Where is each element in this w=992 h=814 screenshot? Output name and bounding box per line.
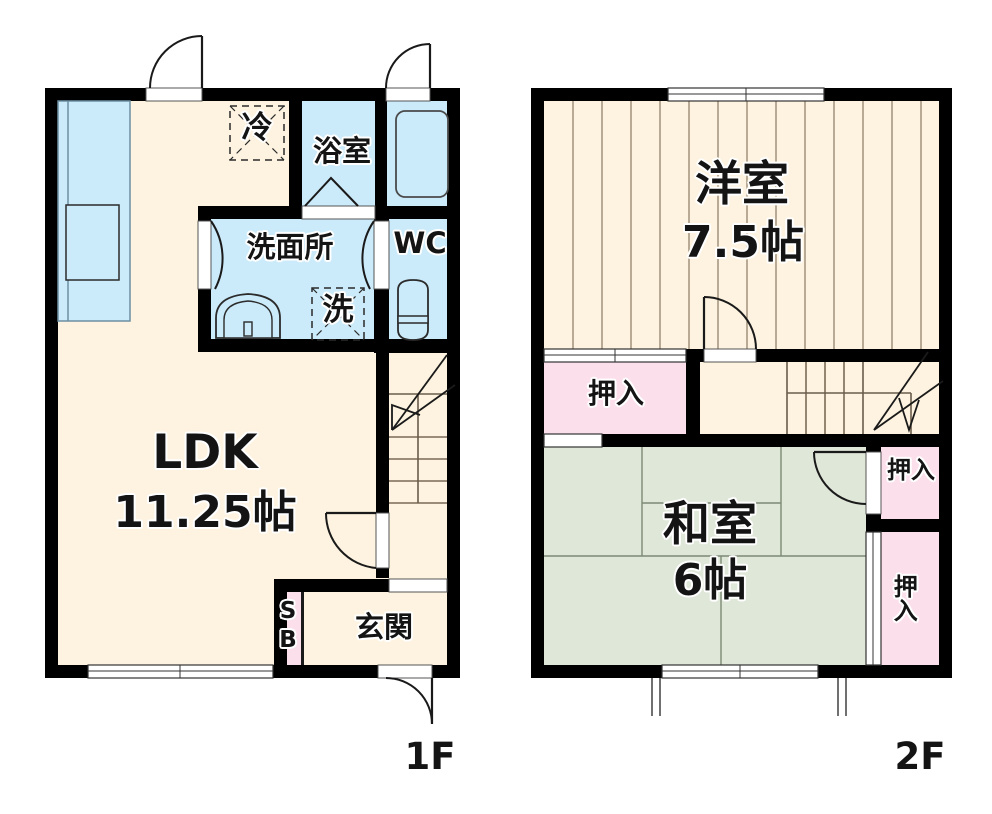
1f-wall-wc-bottom <box>374 339 447 353</box>
2f-japanese-door-opening <box>543 433 603 448</box>
1f-kitchen-sink <box>65 204 120 281</box>
2f-japanese-window <box>661 664 819 679</box>
1f-bath-inner-door-swing <box>304 176 359 207</box>
1f-washroom-door-opening <box>197 220 212 290</box>
1f-ldk-door-opening <box>145 87 203 102</box>
2f-wall-hall-bottom <box>531 434 952 447</box>
1f-hall-door-opening <box>375 512 390 569</box>
2f-western-door-swing <box>702 296 757 350</box>
1f-washroom-right-opening <box>373 220 390 290</box>
2f-japanese-closet-door-swing <box>813 450 867 505</box>
2f-balcony <box>651 678 847 716</box>
2f-hall-floor <box>700 362 939 434</box>
floor-1f-group <box>45 35 460 725</box>
ldk-room-name: LDK <box>152 425 258 480</box>
closet-right-bottom-label: 押入 <box>889 574 918 622</box>
2f-closet-rb-fill <box>881 532 939 665</box>
japanese-room-size: 6帖 <box>672 555 748 606</box>
1f-washer-space <box>311 287 365 341</box>
1f-wall-washroom-top <box>198 206 302 219</box>
floor2-caption: 2F <box>894 735 946 778</box>
2f-wall-closets-divider <box>866 519 952 532</box>
1f-stairs <box>389 354 456 504</box>
1f-wall-entrance-left <box>274 579 287 665</box>
1f-ldk-floor-lower <box>58 579 274 665</box>
bath-room-label: 浴室 <box>312 134 371 168</box>
1f-washroom-right-door-swing <box>361 220 375 290</box>
1f-bath-inner-door-opening <box>301 205 376 220</box>
1f-wall-shoebox-right <box>301 592 304 665</box>
2f-closet-rb-doors <box>865 531 882 666</box>
1f-stair-lower-floor <box>389 500 447 592</box>
shoebox-label-line2: B <box>279 627 297 653</box>
1f-entrance-door-opening <box>377 664 433 679</box>
2f-wall-closet-left-right <box>686 362 700 434</box>
1f-wall-bath-mid <box>375 101 387 206</box>
1f-ldk-window <box>87 664 274 679</box>
1f-bathtub <box>395 110 449 198</box>
washroom-label: 洗面所 <box>246 230 334 264</box>
wc-label: WC <box>393 226 447 260</box>
western-room-size: 7.5帖 <box>682 217 804 268</box>
western-room-name: 洋室 <box>695 157 789 212</box>
2f-tatami-lines <box>544 447 881 665</box>
washer-space-label: 洗 <box>322 292 354 328</box>
2f-closet-rt-opening <box>865 451 882 515</box>
1f-washroom-left-door-swing <box>210 220 224 290</box>
1f-toilet <box>397 279 429 341</box>
1f-wall-washroom-bottom <box>198 339 387 352</box>
2f-closet-rt-fill <box>881 447 939 519</box>
japanese-room-name: 和室 <box>663 497 757 552</box>
fridge-space-label: 冷 <box>241 110 273 146</box>
1f-entrance-door-swing <box>385 677 434 725</box>
2f-closet-left-fill <box>544 362 686 434</box>
1f-bath-door-opening <box>385 87 431 102</box>
1f-fridge-space <box>229 105 285 161</box>
1f-bath-door-swing <box>385 43 432 89</box>
1f-hall-door-swing <box>324 511 377 569</box>
2f-western-door-opening <box>703 348 757 363</box>
2f-western-floor-planks <box>572 101 922 349</box>
entrance-label: 玄関 <box>354 610 413 644</box>
floor-2f-group <box>531 87 952 716</box>
2f-western-window <box>667 87 825 102</box>
1f-ldk-door-swing <box>149 35 204 89</box>
shoebox-label-line1: S <box>279 598 297 624</box>
2f-western-floor <box>544 101 939 349</box>
1f-vanity <box>215 293 281 339</box>
2f-closet-left-doors <box>543 348 687 363</box>
closet-left-label: 押入 <box>587 377 644 410</box>
2f-stairs <box>786 351 944 434</box>
1f-entrance-top-opening <box>388 578 448 593</box>
1f-wall-bath-left <box>289 101 302 206</box>
1f-entrance-floor <box>288 592 447 665</box>
floor1-caption: 1F <box>404 735 456 778</box>
closet-right-top-label: 押入 <box>887 456 935 484</box>
ldk-room-size: 11.25帖 <box>113 487 297 538</box>
